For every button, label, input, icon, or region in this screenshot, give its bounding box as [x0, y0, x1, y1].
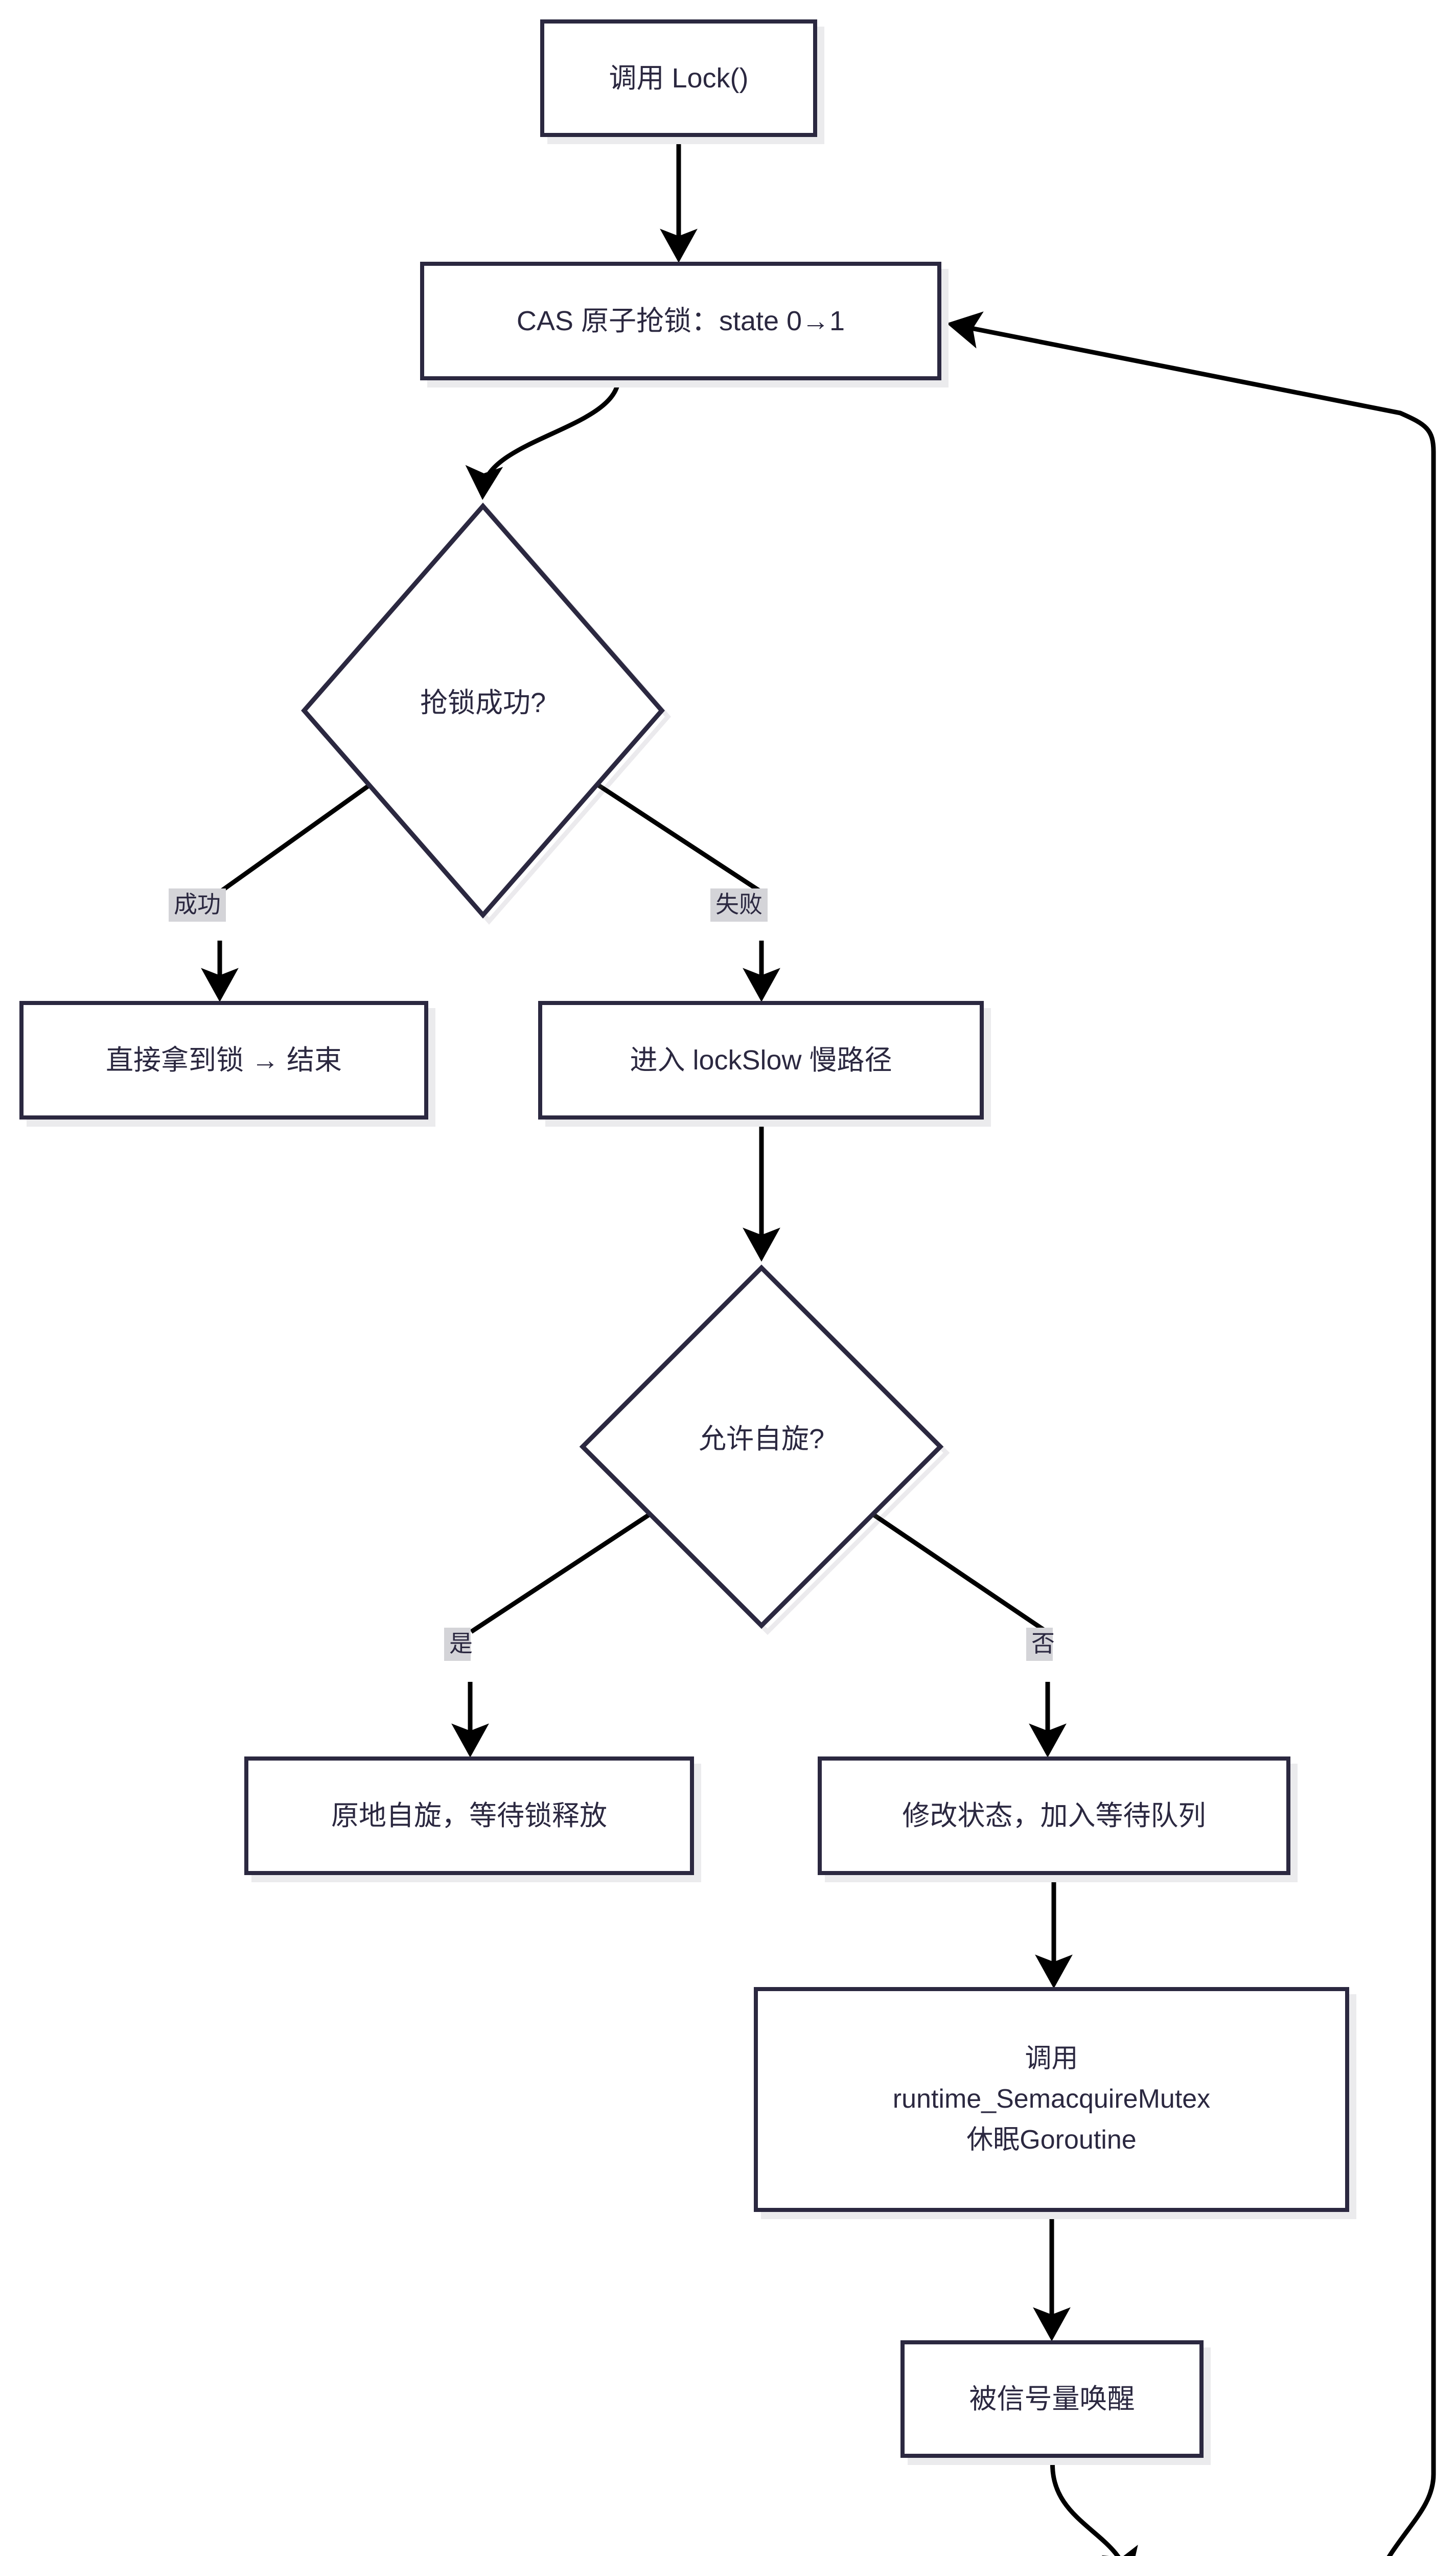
- edge-q2-no-upper: [862, 1506, 1048, 1634]
- node-woken-by-semaphore[interactable]: 被信号量唤醒: [900, 2340, 1204, 2458]
- edge-label-success: 成功: [169, 888, 226, 922]
- edge-q2-yes-upper: [470, 1506, 661, 1634]
- node-direct-acquire-end[interactable]: 直接拿到锁 → 结束: [19, 1001, 428, 1120]
- decision-label-q1: 抢锁成功?: [420, 688, 546, 718]
- node-spin-wait[interactable]: 原地自旋，等待锁释放: [244, 1756, 694, 1875]
- node-call-lock[interactable]: 调用 Lock(): [540, 19, 817, 137]
- node-label: 调用 runtime_SemacquireMutex 休眠Goroutine: [892, 2044, 1211, 2155]
- node-label: 被信号量唤醒: [969, 2383, 1135, 2414]
- edge-cas-to-q1: [465, 380, 621, 500]
- node-label: 修改状态，加入等待队列: [902, 1800, 1206, 1831]
- edge-label-no: 否: [1026, 1628, 1055, 1661]
- node-label: 调用 Lock(): [609, 62, 749, 94]
- edge-wake-to-reloop: [1050, 2457, 1138, 2556]
- node-label: 原地自旋，等待锁释放: [331, 1800, 607, 1831]
- node-runtime-semacquiremutex[interactable]: 调用 runtime_SemacquireMutex 休眠Goroutine: [754, 1987, 1349, 2212]
- edge-q1-success-upper: [218, 769, 391, 894]
- node-label: 直接拿到锁 → 结束: [105, 1044, 342, 1076]
- node-cas-atomic-acquire[interactable]: CAS 原子抢锁：state 0→1: [420, 262, 941, 380]
- node-enter-lockslow[interactable]: 进入 lockSlow 慢路径: [538, 1001, 984, 1120]
- edge-label-yes: 是: [444, 1628, 473, 1661]
- node-label: CAS 原子抢锁：state 0→1: [516, 305, 845, 336]
- edge-q1-fail-upper: [575, 769, 763, 894]
- node-label: 进入 lockSlow 慢路径: [630, 1044, 892, 1076]
- edge-reloop-to-cas-feedback: [946, 311, 1436, 2556]
- node-modify-state-enqueue[interactable]: 修改状态，加入等待队列: [818, 1756, 1290, 1875]
- decision-label-q2: 允许自旋?: [698, 1424, 825, 1454]
- edge-label-fail: 失败: [710, 888, 768, 922]
